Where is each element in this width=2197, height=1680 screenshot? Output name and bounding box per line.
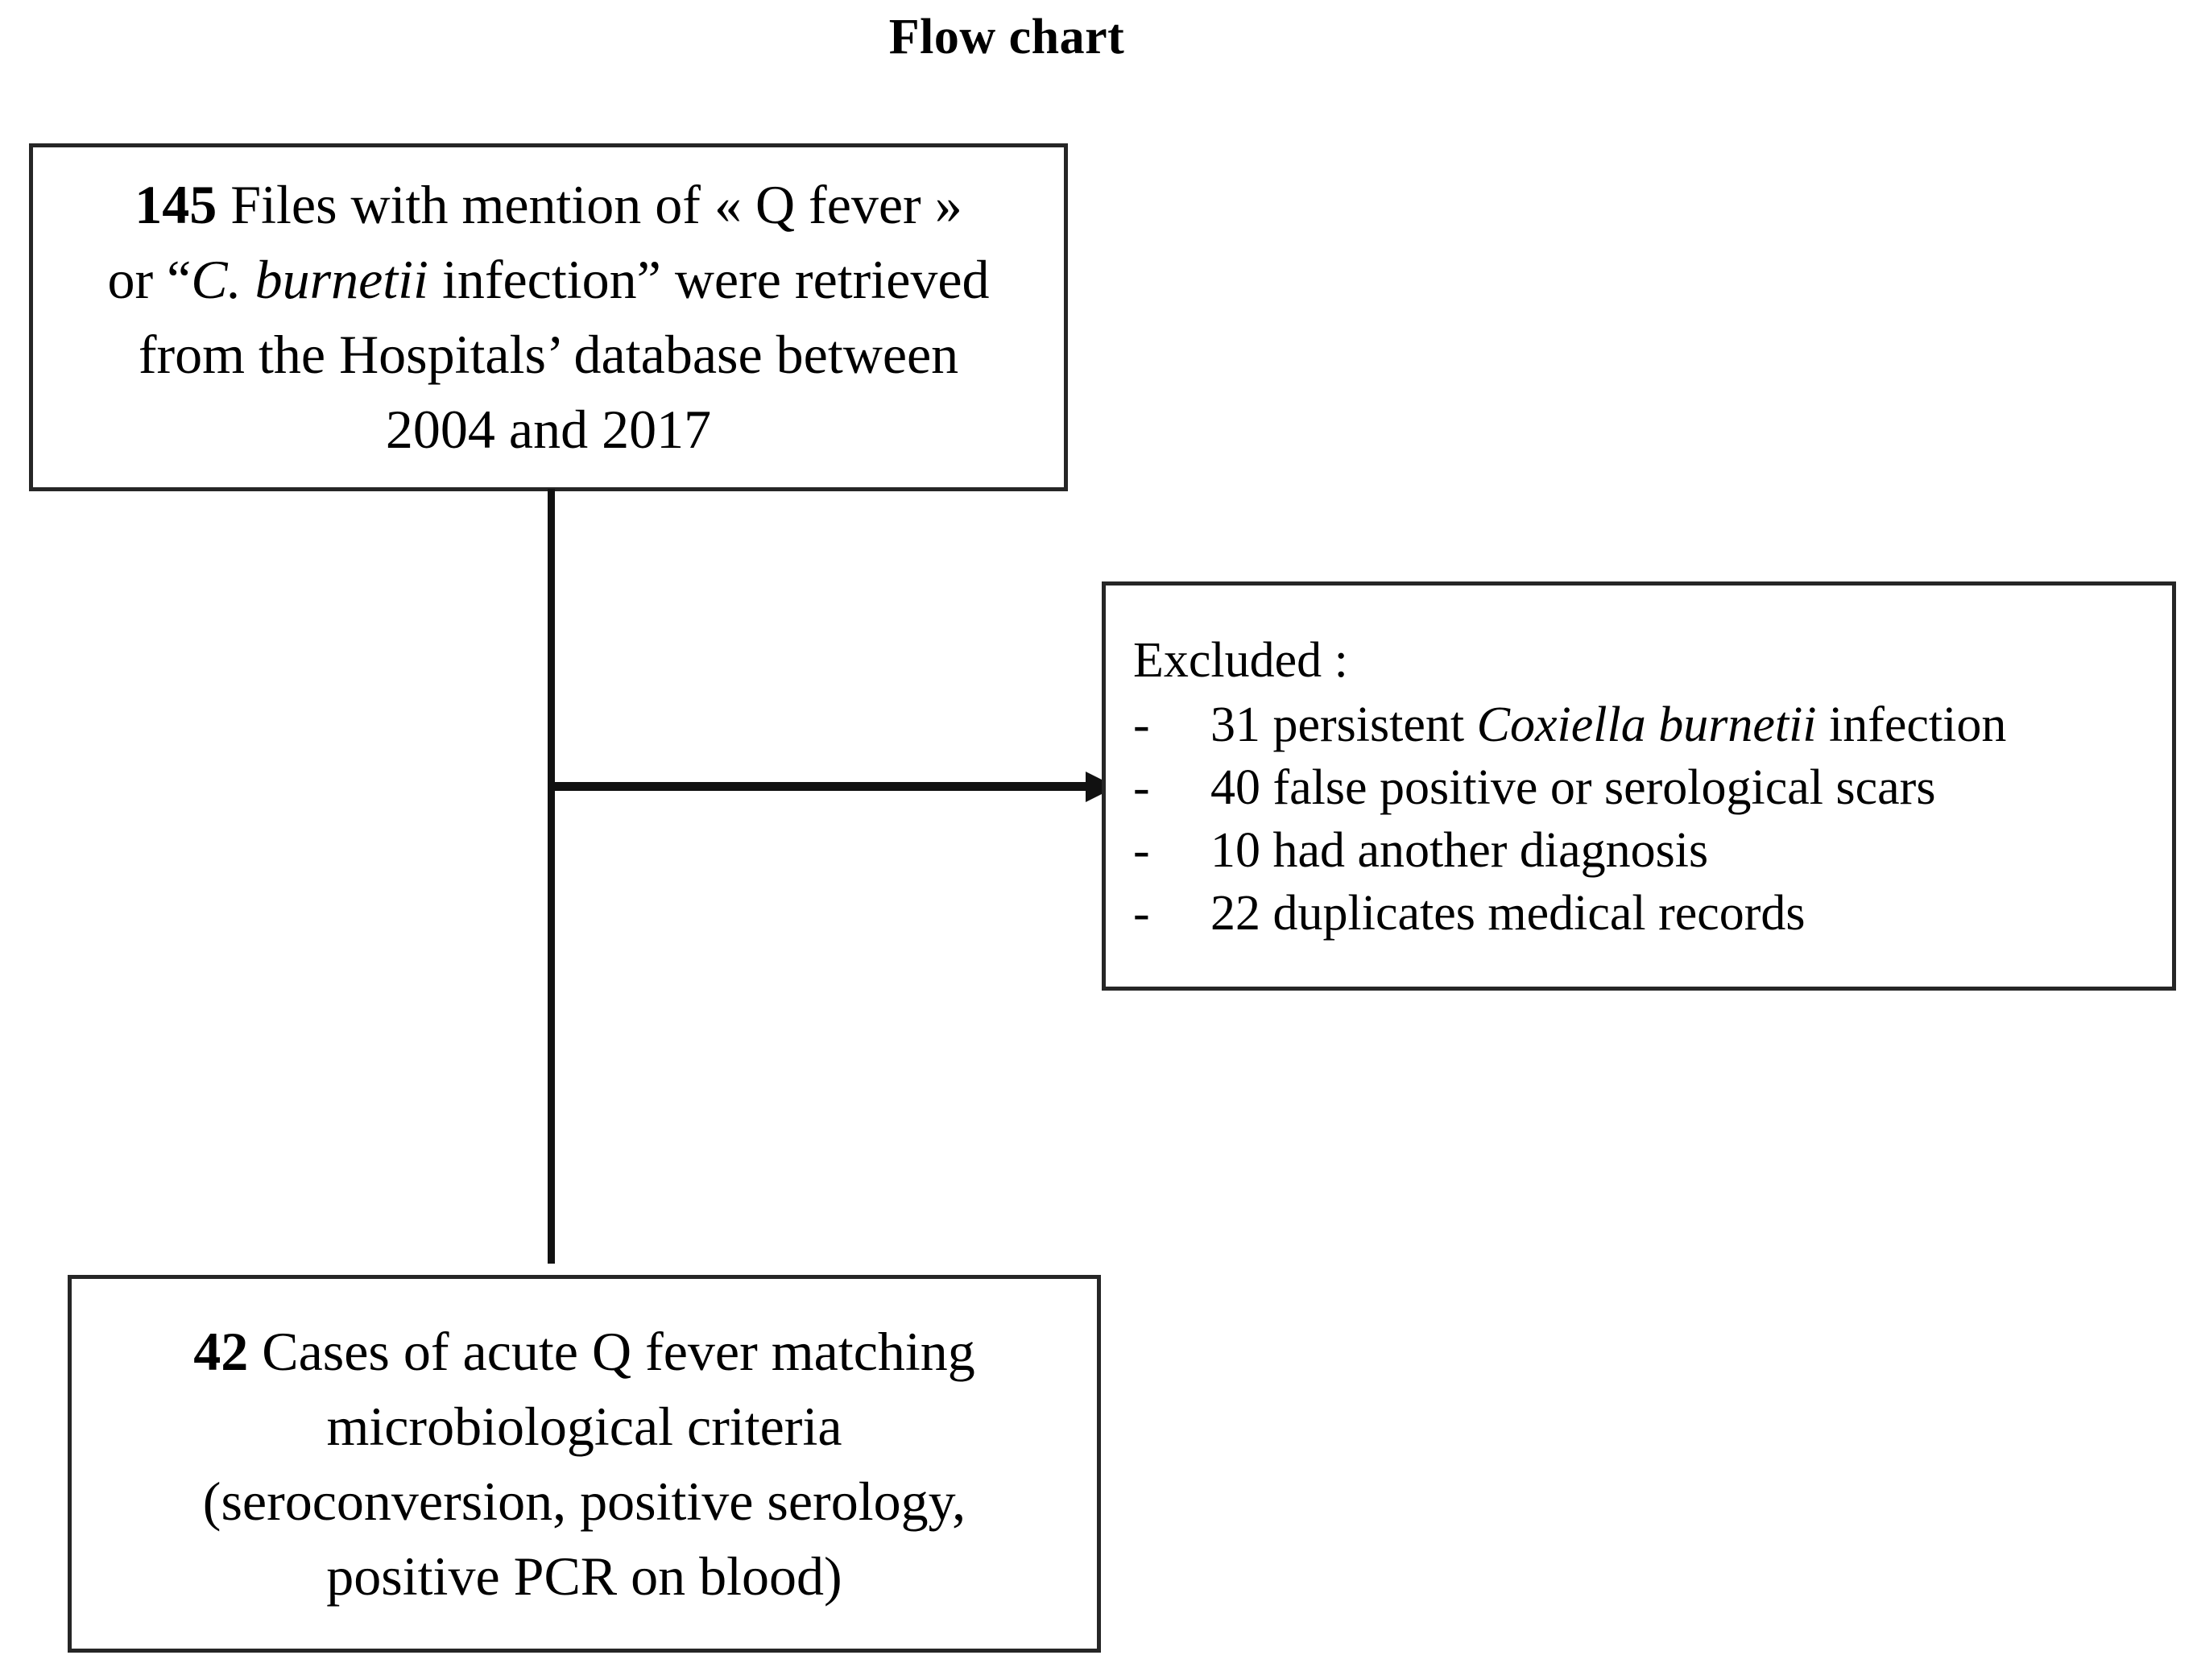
included-line1-rest: Cases of acute Q fever matching (248, 1320, 975, 1382)
source-files-box: 145 Files with mention of « Q fever » or… (29, 143, 1068, 491)
excluded-list: - 31 persistent Coxiella burnetii infect… (1106, 693, 2172, 945)
included-line4: positive PCR on blood) (326, 1545, 842, 1607)
connector-branch-excluded (551, 782, 1089, 791)
list-item: - 22 duplicates medical records (1106, 882, 2172, 945)
excluded-item-post: infection (1816, 697, 2007, 752)
bullet-dash-icon: - (1133, 760, 1150, 815)
excluded-item-pre: 31 persistent (1210, 697, 1477, 752)
source-line2-a: or “ (107, 249, 192, 310)
connector-trunk-lower (548, 788, 555, 1264)
excluded-item-pre: 40 false positive or serological scars (1210, 760, 1936, 815)
excluded-item-italic: Coxiella burnetii (1476, 697, 1817, 752)
source-line1-rest: Files with mention of « Q fever » (217, 174, 962, 235)
source-line3: from the Hospitals’ database between (138, 324, 959, 385)
source-line2-b: infection” were retrieved (428, 249, 990, 310)
excluded-item-text: 40 false positive or serological scars (1210, 756, 2172, 819)
source-files-text: 145 Files with mention of « Q fever » or… (93, 168, 1003, 467)
bullet-dash-icon: - (1133, 697, 1150, 752)
bullet-dash-icon: - (1133, 886, 1150, 941)
excluded-item-text: 31 persistent Coxiella burnetii infectio… (1210, 693, 2172, 756)
list-item: - 10 had another diagnosis (1106, 819, 2172, 882)
included-count: 42 (193, 1320, 249, 1382)
included-cases-box: 42 Cases of acute Q fever matching micro… (68, 1275, 1101, 1653)
excluded-item-text: 22 duplicates medical records (1210, 882, 2172, 945)
bullet-dash-icon: - (1133, 823, 1150, 878)
source-count: 145 (134, 174, 217, 235)
included-line3: (seroconversion, positive serology, (202, 1470, 966, 1532)
list-item: - 31 persistent Coxiella burnetii infect… (1106, 693, 2172, 756)
excluded-heading: Excluded : (1133, 633, 1348, 688)
excluded-item-pre: 22 duplicates medical records (1210, 886, 1806, 941)
list-item: - 40 false positive or serological scars (1106, 756, 2172, 819)
included-cases-text: 42 Cases of acute Q fever matching micro… (179, 1314, 990, 1614)
page-title: Flow chart (888, 10, 1125, 64)
source-line4: 2004 and 2017 (385, 399, 712, 460)
excluded-box: Excluded : - 31 persistent Coxiella burn… (1102, 581, 2176, 991)
included-line2: microbiological criteria (326, 1395, 842, 1457)
excluded-item-text: 10 had another diagnosis (1210, 819, 2172, 882)
source-species-italic: C. burnetii (191, 249, 428, 310)
connector-trunk-upper (548, 489, 555, 788)
excluded-item-pre: 10 had another diagnosis (1210, 823, 1709, 878)
